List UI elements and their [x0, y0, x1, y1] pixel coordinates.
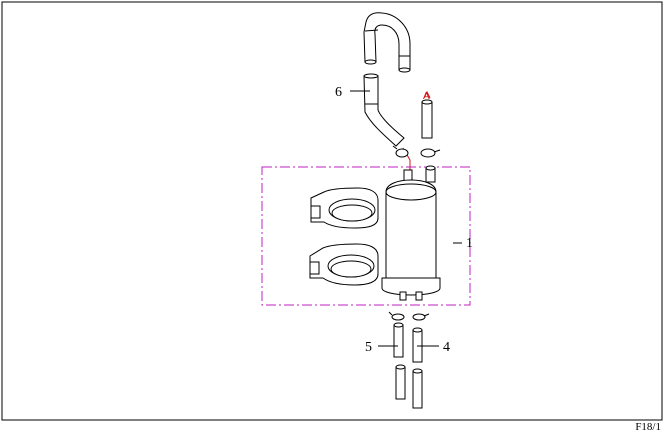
diagram-frame — [1, 1, 663, 421]
clamp-lower-right — [412, 313, 430, 321]
marker-a: A — [423, 91, 430, 102]
bracket-upper — [310, 187, 379, 229]
hose-6 — [363, 12, 411, 147]
clamp-upper-right — [420, 148, 441, 158]
clamp-lower-left — [388, 311, 405, 321]
callout-4: 4 — [443, 340, 450, 355]
assembly-boundary — [261, 166, 471, 306]
callout-1: 1 — [466, 236, 473, 251]
tube-5 — [393, 322, 404, 358]
bracket-lower — [309, 243, 379, 286]
tube-5-lower — [395, 364, 406, 400]
figure-id: F18/1 — [635, 421, 661, 433]
tube-4-lower — [412, 368, 423, 409]
callout-5: 5 — [365, 340, 372, 355]
callout-6: 6 — [335, 85, 342, 100]
clamp-upper-left — [392, 145, 409, 158]
fuel-filter-1 — [381, 165, 441, 301]
tube-a — [421, 99, 433, 139]
marker-a-arrow — [423, 90, 431, 99]
tube-4 — [412, 327, 423, 363]
